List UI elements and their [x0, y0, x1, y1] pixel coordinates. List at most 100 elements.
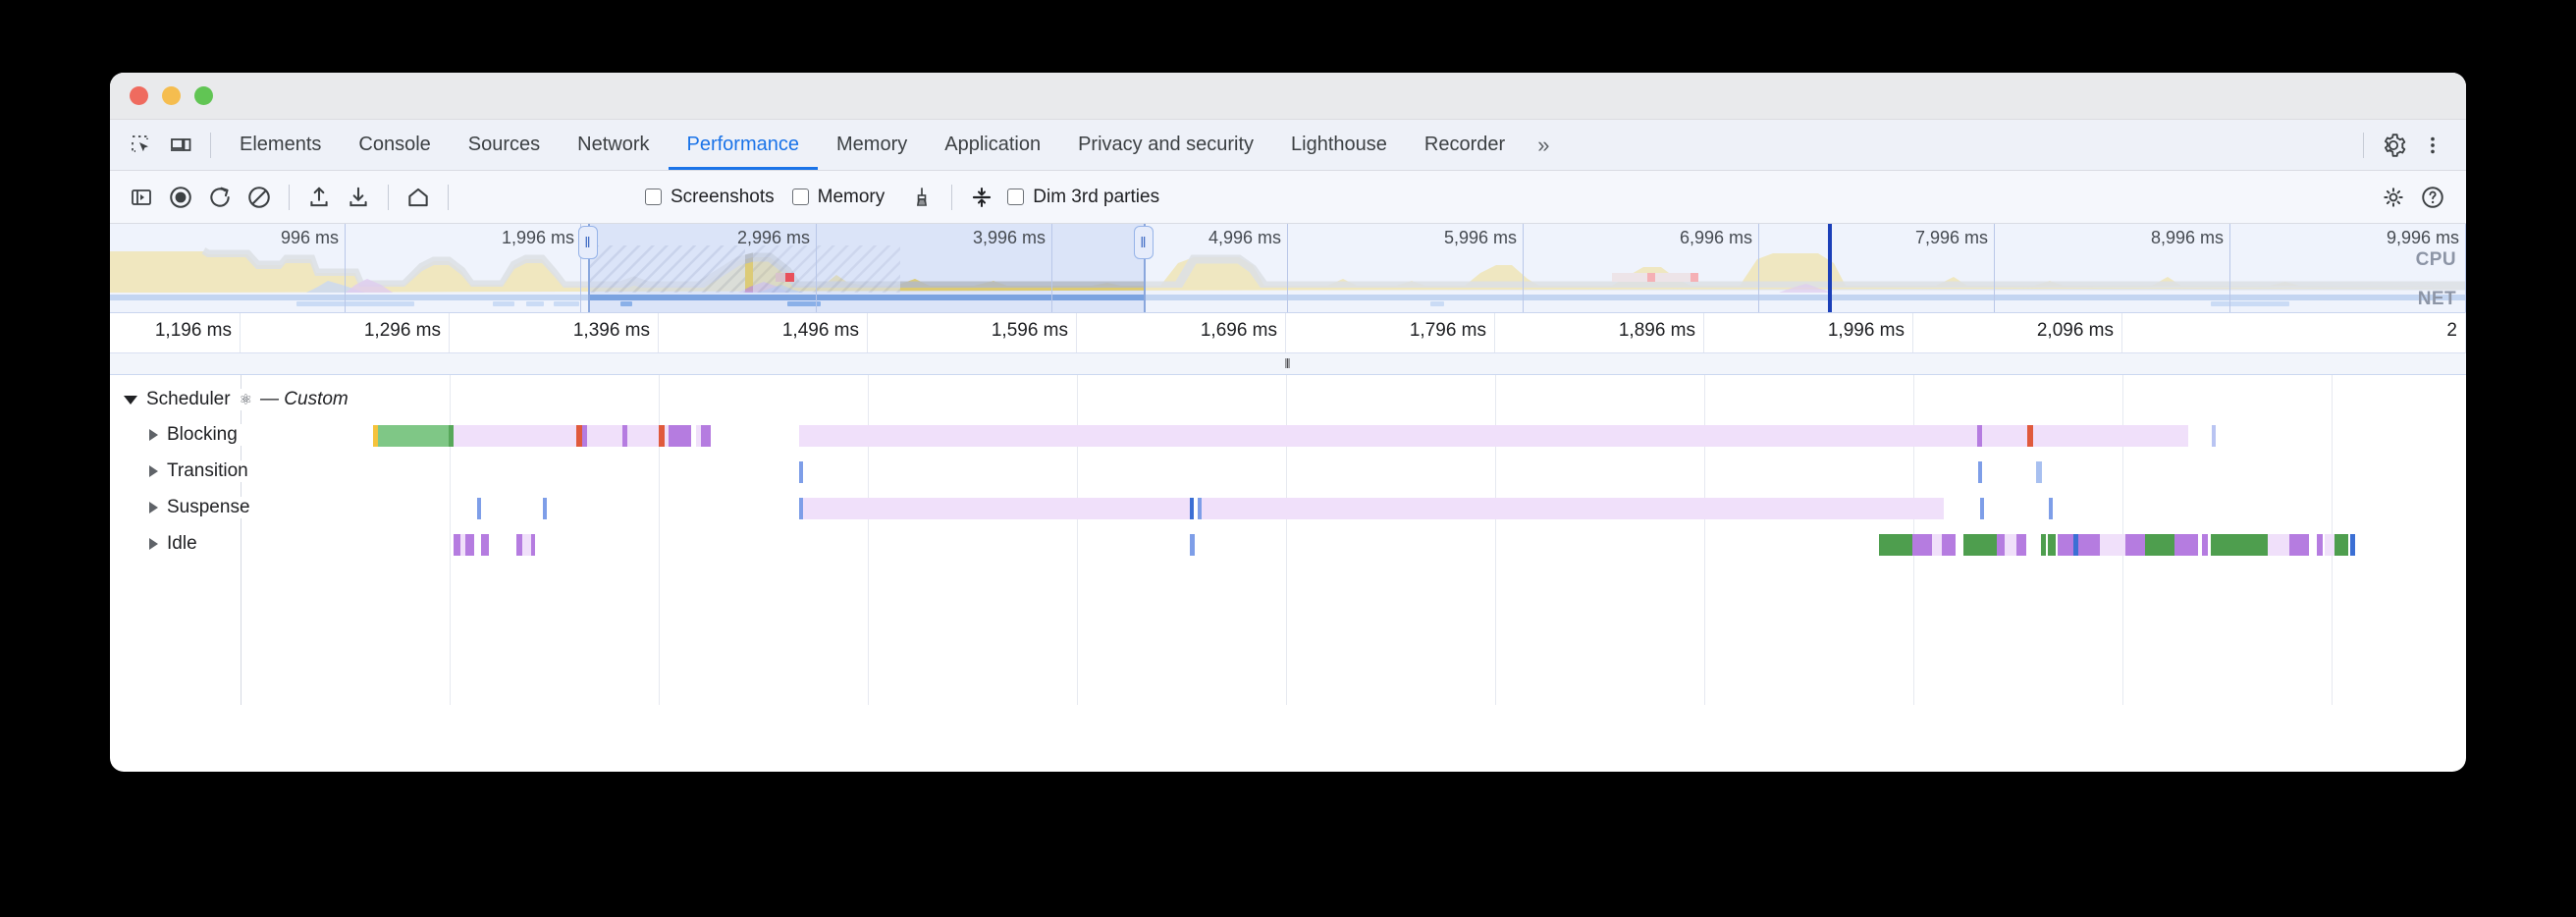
tab-sources[interactable]: Sources	[467, 134, 541, 155]
flame-bar[interactable]	[2289, 534, 2309, 556]
flame-bar[interactable]	[627, 425, 659, 447]
flame-bar[interactable]	[1202, 498, 1944, 519]
track-row-blocking[interactable]: Blocking	[110, 424, 2466, 448]
flame-bar[interactable]	[1980, 498, 1984, 519]
flame-bar[interactable]	[665, 425, 669, 447]
tab-lighthouse[interactable]: Lighthouse	[1291, 134, 1387, 155]
flame-bar[interactable]	[1912, 534, 1932, 556]
flame-bar[interactable]	[803, 498, 1190, 519]
tab-recorder[interactable]: Recorder	[1423, 134, 1506, 155]
record-icon[interactable]	[161, 178, 200, 217]
flame-bar[interactable]	[2058, 534, 2073, 556]
track-label-blocking-wrap[interactable]: Blocking	[149, 424, 245, 446]
flame-bar[interactable]	[669, 425, 691, 447]
memory-checkbox[interactable]: Memory	[791, 187, 885, 208]
flame-chart[interactable]: Scheduler ⚛ — Custom Blocking	[110, 375, 2466, 705]
flame-bar[interactable]	[587, 425, 622, 447]
tab-console[interactable]: Console	[358, 134, 431, 155]
tab-memory[interactable]: Memory	[836, 134, 908, 155]
flame-bar[interactable]	[1190, 498, 1194, 519]
flame-bar[interactable]	[516, 534, 522, 556]
upload-profile-icon[interactable]	[299, 178, 339, 217]
screenshots-checkbox-box[interactable]	[645, 189, 662, 205]
memory-checkbox-box[interactable]	[791, 189, 809, 205]
flame-bar[interactable]	[1198, 498, 1202, 519]
flame-bar[interactable]	[1977, 425, 1982, 447]
flame-bar[interactable]	[2212, 425, 2216, 447]
timeline-ruler[interactable]: 1,196 ms 1,296 ms 1,396 ms 1,496 ms 1,59…	[110, 312, 2466, 353]
download-profile-icon[interactable]	[339, 178, 378, 217]
flame-bar[interactable]	[2145, 534, 2174, 556]
window-edge-right[interactable]	[1144, 224, 1146, 312]
window-resize-handle-right[interactable]: ‖	[1134, 226, 1154, 259]
flame-bar[interactable]	[622, 425, 627, 447]
flame-bar[interactable]	[460, 534, 465, 556]
tab-application[interactable]: Application	[944, 134, 1042, 155]
flame-bar[interactable]	[531, 534, 535, 556]
flame-bar[interactable]	[465, 534, 474, 556]
flame-bar[interactable]	[2073, 534, 2078, 556]
more-tabs-icon[interactable]: »	[1537, 132, 1549, 157]
flame-bar[interactable]	[1982, 425, 2027, 447]
track-row-transition[interactable]: Transition	[110, 460, 2466, 484]
flame-bar[interactable]	[477, 498, 481, 519]
minimize-window-button[interactable]	[162, 86, 181, 105]
settings-gear-icon[interactable]	[2374, 178, 2413, 217]
flame-bar[interactable]	[2016, 534, 2026, 556]
flame-bar[interactable]	[799, 498, 803, 519]
flame-bar[interactable]	[454, 534, 460, 556]
flame-bar[interactable]	[378, 425, 449, 447]
settings-gear-icon[interactable]	[2374, 126, 2413, 165]
tab-performance[interactable]: Performance	[669, 120, 819, 170]
flame-bar[interactable]	[449, 425, 454, 447]
toggle-sidebar-icon[interactable]	[122, 178, 161, 217]
flame-bar[interactable]	[1963, 534, 1997, 556]
device-toolbar-icon[interactable]	[161, 126, 200, 165]
window-edge-left[interactable]	[588, 224, 590, 312]
chevron-right-icon[interactable]	[149, 465, 158, 477]
flame-bar[interactable]	[2048, 534, 2056, 556]
flame-bar[interactable]	[2350, 534, 2355, 556]
flame-bar[interactable]	[582, 425, 587, 447]
flame-bar[interactable]	[799, 461, 803, 483]
tab-privacy-and-security[interactable]: Privacy and security	[1078, 134, 1255, 155]
zoom-window-button[interactable]	[194, 86, 213, 105]
track-label-idle-wrap[interactable]: Idle	[149, 533, 205, 555]
brush-icon[interactable]	[902, 178, 941, 217]
collapse-arrows-icon[interactable]	[962, 178, 1001, 217]
flame-bar[interactable]	[1932, 534, 1942, 556]
flame-bar[interactable]	[701, 425, 711, 447]
flame-bar[interactable]	[2334, 534, 2348, 556]
flame-bar[interactable]	[373, 425, 378, 447]
flame-bar[interactable]	[696, 425, 701, 447]
track-group-scheduler[interactable]: Scheduler ⚛ — Custom	[110, 389, 2466, 412]
dim-3rd-parties-checkbox-box[interactable]	[1007, 189, 1025, 205]
flame-bar[interactable]	[454, 425, 576, 447]
timeline-resize-handle[interactable]: ⦀	[110, 353, 2466, 375]
flame-bar[interactable]	[2174, 534, 2198, 556]
close-window-button[interactable]	[130, 86, 148, 105]
flame-bar[interactable]	[481, 534, 489, 556]
flame-bar[interactable]	[2033, 425, 2188, 447]
flame-bar[interactable]	[2027, 425, 2033, 447]
timeline-overview[interactable]: 996 ms 1,996 ms 2,996 ms 3,996 ms 4,996 …	[110, 224, 2466, 312]
flame-bar[interactable]	[1942, 534, 1956, 556]
flame-bar[interactable]	[1997, 534, 2005, 556]
record-and-reload-icon[interactable]	[200, 178, 240, 217]
chevron-down-icon[interactable]	[124, 395, 137, 405]
screenshots-checkbox[interactable]: Screenshots	[645, 187, 775, 208]
tab-elements[interactable]: Elements	[240, 134, 322, 155]
flame-bar[interactable]	[2268, 534, 2289, 556]
flame-bar[interactable]	[2202, 534, 2208, 556]
flame-bar[interactable]	[2078, 534, 2100, 556]
flame-bar[interactable]	[2041, 534, 2046, 556]
flame-bar[interactable]	[1978, 461, 1982, 483]
flame-bar[interactable]	[2125, 534, 2145, 556]
window-resize-handle-left[interactable]: ‖	[578, 226, 598, 259]
tab-network[interactable]: Network	[577, 134, 650, 155]
track-group-header[interactable]: Scheduler ⚛ — Custom	[124, 389, 356, 410]
clear-icon[interactable]	[240, 178, 279, 217]
chevron-right-icon[interactable]	[149, 502, 158, 513]
dim-3rd-parties-checkbox[interactable]: Dim 3rd parties	[1007, 187, 1159, 208]
flame-bar[interactable]	[1190, 534, 1195, 556]
